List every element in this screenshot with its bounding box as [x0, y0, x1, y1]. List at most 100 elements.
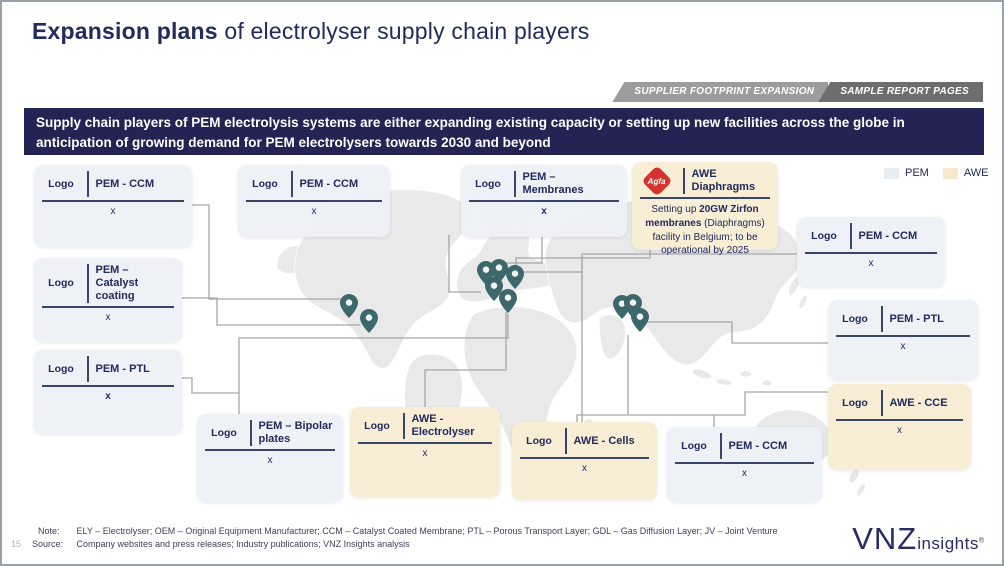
- source-line: Source: Company websites and press relea…: [32, 539, 410, 549]
- logo-placeholder: Logo: [842, 313, 868, 325]
- callout-card-awe-cce: Logo AWE - CCE x: [828, 384, 971, 470]
- divider: [87, 171, 89, 197]
- legend-label: AWE: [963, 167, 989, 179]
- card-title: PEM - PTL: [889, 312, 944, 325]
- note-label: Note:: [38, 526, 60, 536]
- source-text: Company websites and press releases; Ind…: [76, 539, 410, 549]
- legend-item-awe: AWE: [942, 167, 989, 179]
- card-header: Logo PEM – Membranes: [469, 171, 619, 202]
- divider: [850, 223, 852, 249]
- connector-line: [448, 235, 481, 293]
- logo-placeholder: Logo: [211, 427, 237, 439]
- card-body-text: x: [422, 448, 428, 459]
- legend: PEM AWE: [884, 167, 989, 179]
- divider: [250, 420, 252, 446]
- callout-card-ccm-top-left: Logo PEM - CCM x: [34, 165, 192, 247]
- divider: [720, 433, 722, 459]
- card-title: PEM – Catalyst coating: [95, 264, 139, 302]
- callout-card-ccm-right: Logo PEM - CCM x: [797, 217, 945, 287]
- location-pin-icon: [360, 309, 378, 333]
- card-header: Logo PEM - CCM: [675, 433, 814, 464]
- callout-card-awe-cells: Logo AWE - Cells x: [512, 422, 657, 500]
- divider: [565, 428, 567, 454]
- location-pin-icon: [485, 277, 503, 301]
- divider: [683, 168, 685, 194]
- card-body-text: x: [742, 468, 747, 479]
- card-title: PEM – Bipolar plates: [258, 420, 333, 445]
- note-line: Note: ELY – Electrolyser; OEM – Original…: [38, 526, 778, 536]
- callout-card-membranes: Logo PEM – Membranes x: [461, 165, 627, 237]
- source-label: Source:: [32, 539, 64, 549]
- registered-mark: ®: [978, 537, 984, 545]
- logo-placeholder: Logo: [811, 230, 837, 242]
- tab-bar: SUPPLIER FOOTPRINT EXPANSION SAMPLE REPO…: [612, 82, 983, 102]
- card-body-text: x: [582, 463, 587, 474]
- card-header: Logo PEM - CCM: [42, 171, 184, 202]
- card-body-text: x: [267, 455, 273, 466]
- legend-label: PEM: [905, 167, 929, 179]
- divider: [87, 264, 89, 303]
- location-pin-icon: [506, 265, 524, 289]
- vnz-insights-logo: VNZinsights®: [852, 521, 984, 557]
- callout-card-ccm-top-mid: Logo PEM - CCM x: [238, 165, 390, 237]
- divider: [291, 171, 293, 197]
- callout-card-ptl-left: Logo PEM - PTL x: [34, 350, 182, 434]
- card-title: PEM - CCM: [858, 229, 918, 242]
- connector-line: [634, 321, 828, 344]
- card-title: PEM - PTL: [95, 362, 150, 375]
- card-header: Logo PEM – Catalyst coating: [42, 264, 174, 308]
- card-title: AWE Diaphragms: [691, 168, 756, 193]
- card-title: PEM - CCM: [728, 439, 788, 452]
- card-body-text: x: [868, 258, 874, 269]
- card-header: Logo AWE - Electrolyser: [358, 413, 492, 444]
- connector-lines: [182, 204, 828, 427]
- page-number: 15: [11, 539, 22, 549]
- card-title: AWE - Cells: [573, 434, 635, 447]
- connector-line: [581, 253, 797, 422]
- callout-card-ccm-bottom: Logo PEM - CCM x: [667, 427, 822, 502]
- connector-line: [182, 377, 239, 394]
- card-header: Logo PEM - PTL: [836, 306, 970, 337]
- callout-card-bipolar-plates: Logo PEM – Bipolar plates x: [197, 414, 343, 502]
- connector-line: [424, 312, 507, 407]
- pem-swatch: [884, 167, 899, 179]
- logo-placeholder: Logo: [252, 178, 278, 190]
- card-body-text: x: [541, 206, 547, 217]
- card-header: Logo AWE - Cells: [520, 428, 649, 459]
- card-title: PEM – Membranes: [522, 171, 584, 196]
- location-pin-icon: [499, 289, 517, 313]
- brand-name: VNZ: [852, 521, 918, 556]
- page-title-rest: of electrolyser supply chain players: [217, 18, 590, 44]
- card-body-text: Setting up 20GW Zirfon membranes (Diaphr…: [645, 204, 765, 257]
- connector-line: [576, 391, 828, 422]
- card-body-text: x: [897, 425, 902, 436]
- card-body-text: x: [105, 391, 111, 402]
- card-body-text: x: [110, 206, 116, 217]
- logo-placeholder: Logo: [681, 440, 707, 452]
- divider: [514, 171, 516, 197]
- card-body-text: x: [105, 311, 111, 323]
- logo-placeholder: Logo: [48, 363, 74, 375]
- card-header: Logo AWE - CCE: [836, 390, 963, 421]
- location-pins: [340, 259, 649, 333]
- callout-card-awe-diaphragms: Agfa AWE Diaphragms Setting up 20GW Zirf…: [632, 162, 778, 256]
- connector-line: [191, 204, 341, 300]
- card-body-text: x: [311, 206, 317, 217]
- logo-placeholder: Logo: [526, 435, 552, 447]
- brand-suffix: insights: [917, 534, 979, 553]
- card-header: Logo PEM – Bipolar plates: [205, 420, 335, 451]
- card-title: PEM - CCM: [299, 177, 359, 190]
- card-title: PEM - CCM: [95, 177, 155, 190]
- tab-sample-report-pages[interactable]: SAMPLE REPORT PAGES: [818, 82, 983, 102]
- callout-card-ptl-right: Logo PEM - PTL x: [828, 300, 978, 380]
- callout-card-catalyst-coating: Logo PEM – Catalyst coating x: [34, 258, 182, 342]
- card-title: AWE - CCE: [889, 396, 948, 409]
- card-header: Logo PEM - CCM: [246, 171, 382, 202]
- divider: [881, 390, 883, 416]
- divider: [881, 306, 883, 332]
- key-message-banner: Supply chain players of PEM electrolysis…: [24, 108, 984, 155]
- tab-supplier-footprint-expansion[interactable]: SUPPLIER FOOTPRINT EXPANSION: [612, 82, 829, 102]
- card-header: Agfa AWE Diaphragms: [640, 165, 770, 199]
- awe-swatch: [942, 167, 958, 179]
- logo-placeholder: Logo: [842, 397, 868, 409]
